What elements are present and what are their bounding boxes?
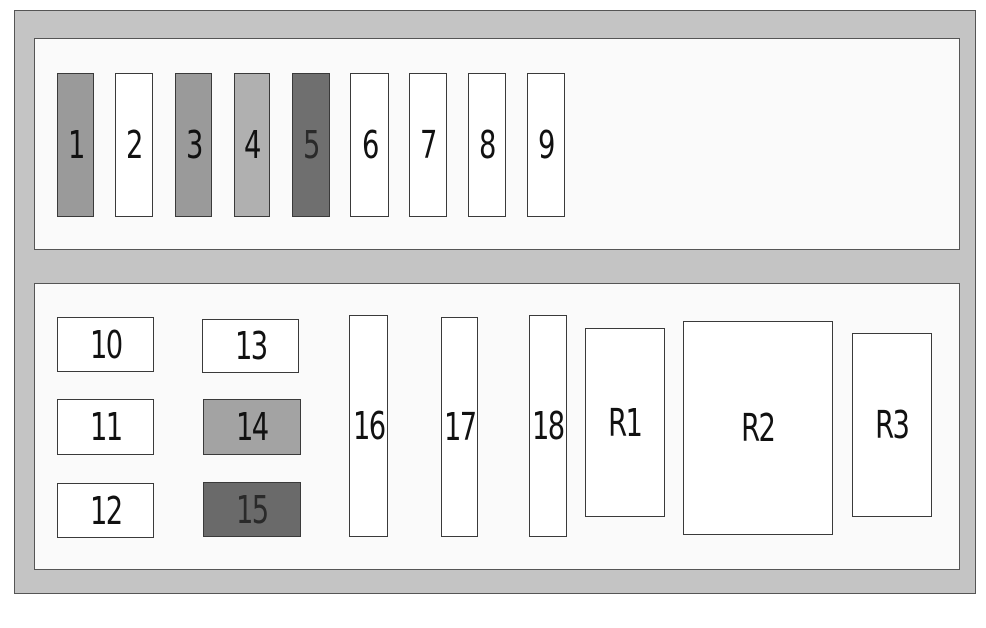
fuse-label: 17 — [443, 405, 477, 449]
fuse-label: 2 — [126, 123, 143, 167]
fuse-13: 13 — [202, 319, 299, 373]
fuse-4: 4 — [234, 73, 270, 217]
fuse-8: 8 — [468, 73, 506, 217]
relay-label: R1 — [608, 400, 643, 445]
fuse-10: 10 — [57, 317, 154, 372]
fuse-label: 12 — [89, 488, 123, 533]
fuse-5: 5 — [292, 73, 330, 217]
fuse-label: 8 — [479, 123, 496, 167]
fuse-label: 10 — [89, 322, 123, 367]
relay-label: R2 — [741, 406, 776, 450]
relay-r3: R3 — [852, 333, 932, 517]
fuse-17: 17 — [441, 317, 478, 537]
fuse-7: 7 — [409, 73, 447, 217]
fuse-16: 16 — [349, 315, 388, 537]
relay-label: R3 — [875, 403, 910, 447]
fuse-2: 2 — [115, 73, 153, 217]
relay-r1: R1 — [585, 328, 665, 517]
fuse-1: 1 — [57, 73, 94, 217]
fuse-9: 9 — [527, 73, 565, 217]
fuse-label: 5 — [303, 123, 320, 167]
fuse-11: 11 — [57, 399, 154, 455]
fuse-18: 18 — [529, 315, 567, 537]
fuse-label: 6 — [361, 123, 379, 167]
fuse-15: 15 — [203, 482, 301, 537]
relay-r2: R2 — [683, 321, 833, 535]
fuse-label: 14 — [236, 405, 269, 449]
fuse-label: 4 — [244, 123, 261, 167]
fuse-3: 3 — [175, 73, 212, 217]
fuse-label: 9 — [538, 123, 555, 167]
fuse-14: 14 — [203, 399, 301, 455]
fuse-label: 16 — [352, 404, 386, 448]
fuse-12: 12 — [57, 483, 154, 538]
fuse-label: 15 — [236, 487, 269, 532]
fuse-label: 18 — [532, 404, 565, 448]
fuse-label: 13 — [234, 324, 268, 368]
fuse-label: 11 — [89, 405, 123, 449]
fuse-label: 1 — [67, 123, 85, 167]
fuse-6: 6 — [350, 73, 389, 217]
fuse-label: 7 — [420, 123, 437, 167]
fuse-label: 3 — [185, 123, 203, 167]
